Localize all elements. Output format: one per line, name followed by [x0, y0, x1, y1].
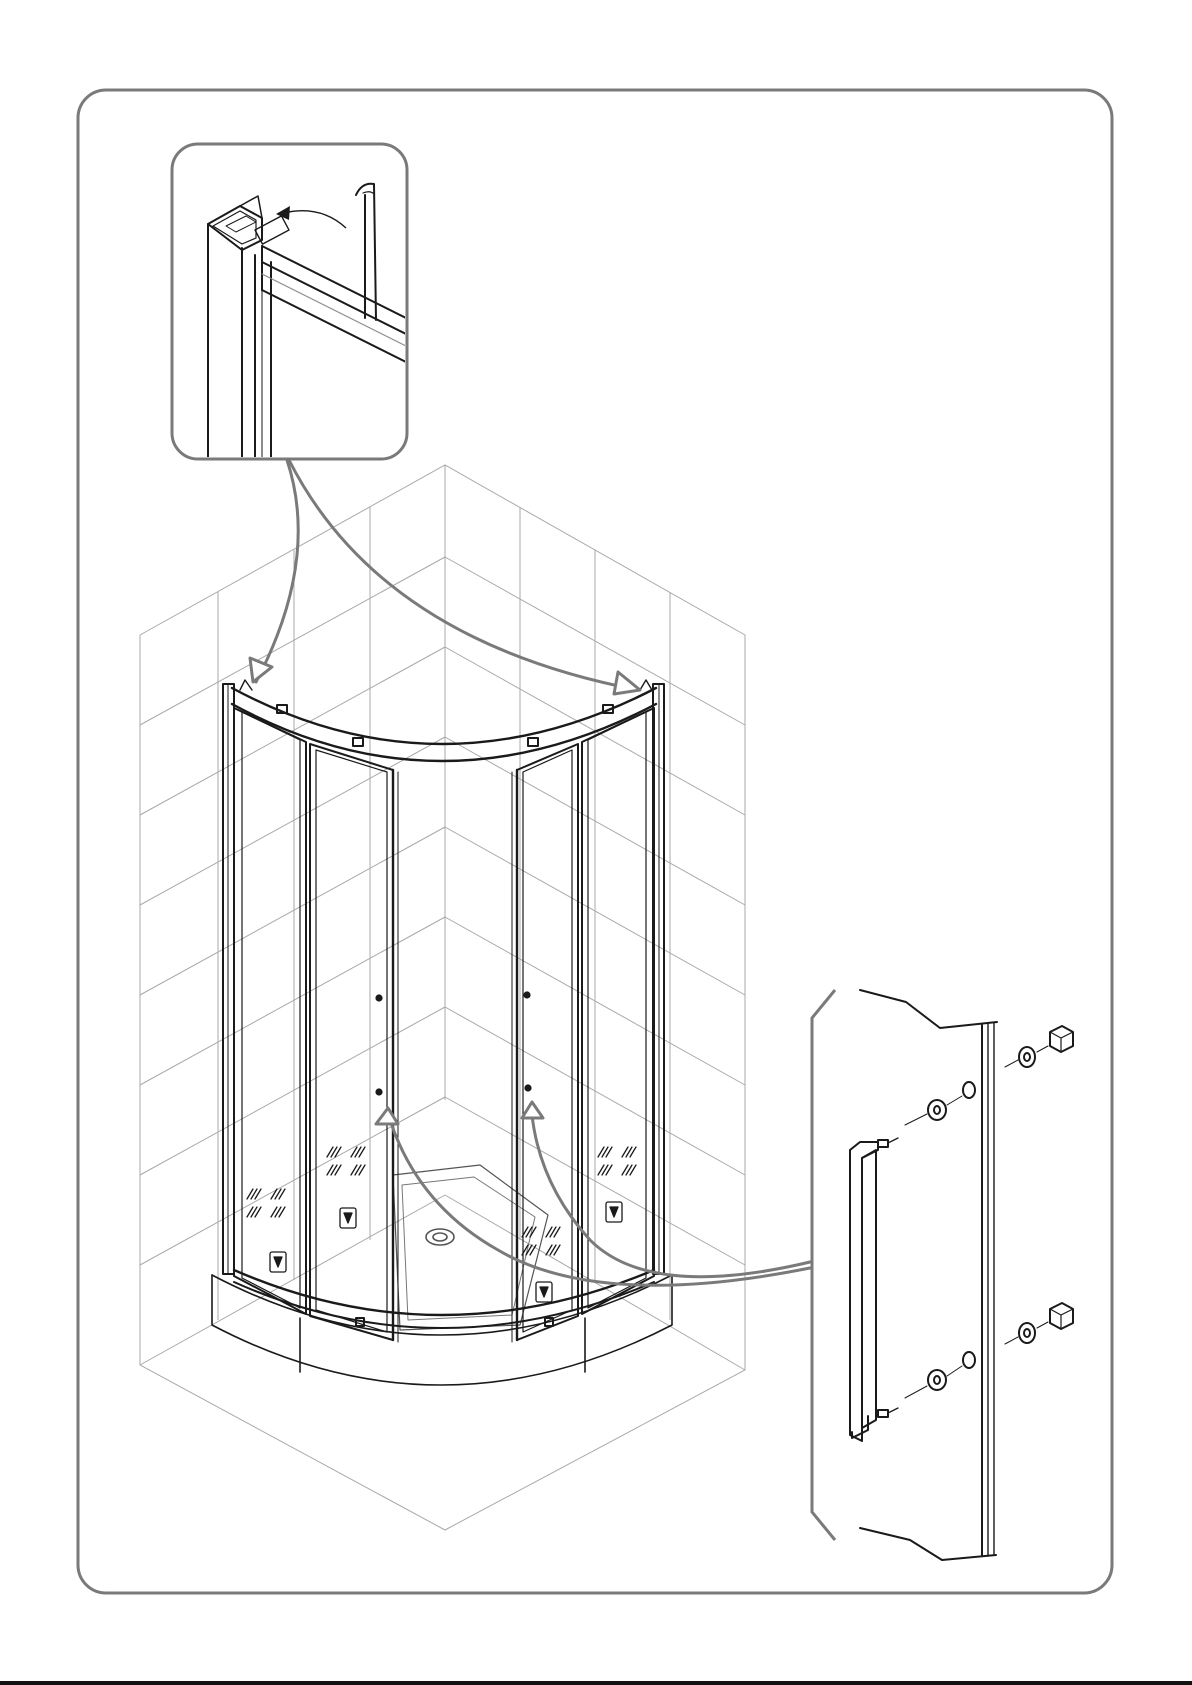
open-triangle-arrowhead-icon	[250, 658, 272, 682]
curved-arrow-icon	[288, 211, 346, 228]
door-handle-callout	[812, 990, 1073, 1560]
logo-mark	[344, 1213, 352, 1223]
callout-arrows	[250, 460, 810, 1285]
top-frame-corner-callout	[172, 144, 410, 460]
drain	[426, 1229, 454, 1245]
shower-tray	[212, 1165, 672, 1385]
page-bottom-rule	[0, 1681, 1192, 1685]
cap-nut-icon	[1050, 1026, 1073, 1329]
door-handle-icon	[850, 1138, 898, 1441]
fixing-screw-icon	[963, 1082, 975, 1368]
callout-frame-right	[812, 990, 835, 1540]
logo-mark	[540, 1287, 548, 1297]
logo-mark	[274, 1257, 282, 1267]
shower-enclosure	[223, 680, 664, 1342]
logo-mark	[610, 1207, 618, 1217]
